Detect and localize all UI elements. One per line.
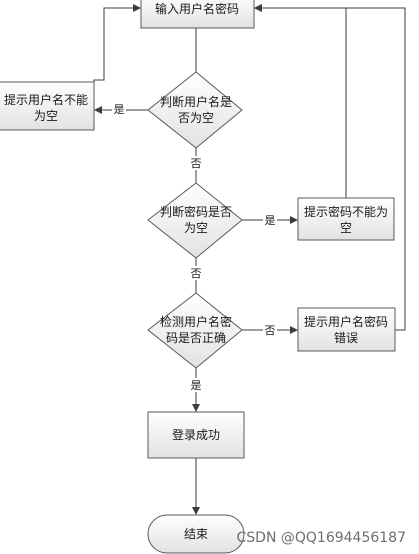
- edge-prompt-user-to-input: [93, 4, 141, 102]
- node-verify-label-line-1: 检测用户名密: [160, 314, 232, 329]
- node-prompt-wrong-label-line-2: 错误: [334, 331, 358, 345]
- edge-labels: 是 否 是 否 否 是: [112, 102, 277, 392]
- label-user-yes: 是: [114, 103, 125, 116]
- node-check-user-label-line-2: 否为空: [178, 111, 214, 125]
- edge-prompt-pwd-to-input: [254, 4, 347, 198]
- node-prompt-user-label-line-2: 为空: [34, 109, 58, 123]
- node-prompt-user-label-line-1: 提示用户名不能: [4, 92, 88, 107]
- node-check-pwd: 判断密码是否 为空: [147, 182, 243, 259]
- node-prompt-wrong: 提示用户名密码 错误: [297, 307, 396, 352]
- label-verify-yes: 是: [191, 379, 202, 392]
- label-user-no: 否: [191, 157, 202, 170]
- label-pwd-yes: 是: [265, 214, 276, 227]
- label-verify-no: 否: [265, 324, 276, 337]
- label-pwd-no: 否: [191, 267, 202, 280]
- node-check-pwd-label-line-2: 为空: [184, 221, 208, 235]
- node-verify: 检测用户名密 码是否正确: [147, 292, 243, 369]
- edges: [93, 4, 406, 515]
- node-prompt-pwd-label-line-1: 提示密码不能为: [304, 204, 388, 219]
- edge-prompt-wrong-to-input: [254, 4, 406, 331]
- node-success-label: 登录成功: [172, 427, 220, 442]
- node-success: 登录成功: [147, 411, 245, 459]
- node-prompt-wrong-label-line-1: 提示用户名密码: [304, 314, 388, 329]
- node-input-label: 输入用户名密码: [155, 1, 239, 16]
- node-prompt-user: 提示用户名不能 为空: [0, 81, 95, 131]
- node-check-user: 判断用户名是 否为空: [147, 71, 243, 149]
- node-check-pwd-label-line-1: 判断密码是否: [160, 204, 232, 219]
- node-verify-label-line-2: 码是否正确: [166, 331, 226, 345]
- node-prompt-pwd: 提示密码不能为 空: [297, 197, 395, 241]
- node-end-label: 结束: [184, 527, 208, 541]
- node-input: 输入用户名密码: [140, 0, 255, 29]
- node-prompt-pwd-label-line-2: 空: [340, 221, 352, 235]
- node-check-user-label-line-1: 判断用户名是: [160, 94, 232, 109]
- node-end: 结束: [147, 514, 245, 554]
- csdn-watermark: CSDN @QQ1694456187: [237, 530, 406, 546]
